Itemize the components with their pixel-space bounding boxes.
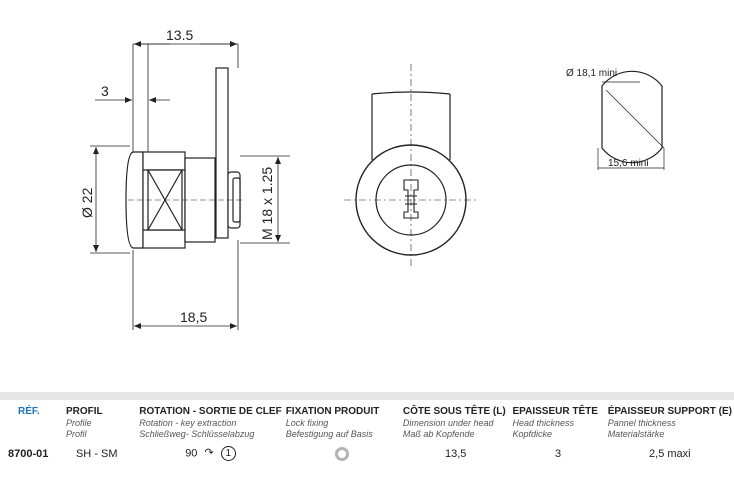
spec-table-section: RÉF. PROFIL Profile Profil ROTATION - SO… <box>0 392 734 501</box>
spec-table: RÉF. PROFIL Profile Profil ROTATION - SO… <box>0 406 734 462</box>
cell-profil: SH - SM <box>75 447 118 460</box>
col-profil: PROFIL Profile Profil <box>65 406 103 439</box>
cell-epaisseur-tete: 3 <box>555 447 562 460</box>
dimension-lines <box>93 41 281 329</box>
cell-epaisseur-support: 2,5 maxi <box>649 447 691 460</box>
header-band <box>0 392 734 400</box>
cell-rotation: 90 ↷ 1 <box>137 440 283 462</box>
dim-width-top: 13.5 <box>166 27 193 43</box>
cell-fixation <box>284 440 401 462</box>
dim-cutout-flat: 15,6 mini <box>608 158 649 169</box>
dim-diameter: Ø 22 <box>79 187 95 218</box>
nut-icon <box>335 446 350 461</box>
dim-cutout-diameter: Ø 18,1 mini <box>566 68 617 79</box>
cutout-view <box>597 70 665 170</box>
table-row: 8700-01 SH - SM 90 ↷ 1 13,5 3 2,5 maxi <box>0 440 734 462</box>
key-position-icon: 1 <box>220 446 236 461</box>
dim-flange: 3 <box>101 83 109 99</box>
technical-drawing: 13.5 3 Ø 22 M 18 x 1.25 18,5 Ø 18,1 mini… <box>79 27 665 330</box>
rotate-arrow-icon: ↷ <box>204 447 214 460</box>
dim-length: 18,5 <box>180 309 207 325</box>
col-ref: RÉF. <box>18 406 40 417</box>
col-fixation: FIXATION PRODUIT Lock fixing Befestigung… <box>285 406 380 439</box>
cell-cote: 13,5 <box>445 447 467 460</box>
dim-thread: M 18 x 1.25 <box>259 167 275 240</box>
col-epaisseur-tete: EPAISSEUR TÊTE Head thickness Kopfdicke <box>512 406 598 439</box>
cell-ref: 8700-01 <box>8 447 49 460</box>
col-rotation: ROTATION - SORTIE DE CLEF Rotation - key… <box>139 406 282 439</box>
rotation-degrees: 90 <box>185 447 198 460</box>
front-view <box>344 64 478 268</box>
col-epaisseur-support: ÉPAISSEUR SUPPORT (E) Pannel thickness M… <box>607 406 732 439</box>
col-cote: CÔTE SOUS TÊTE (L) Dimension under head … <box>402 406 506 439</box>
side-view <box>90 44 290 330</box>
table-header-row: RÉF. PROFIL Profile Profil ROTATION - SO… <box>0 406 734 440</box>
